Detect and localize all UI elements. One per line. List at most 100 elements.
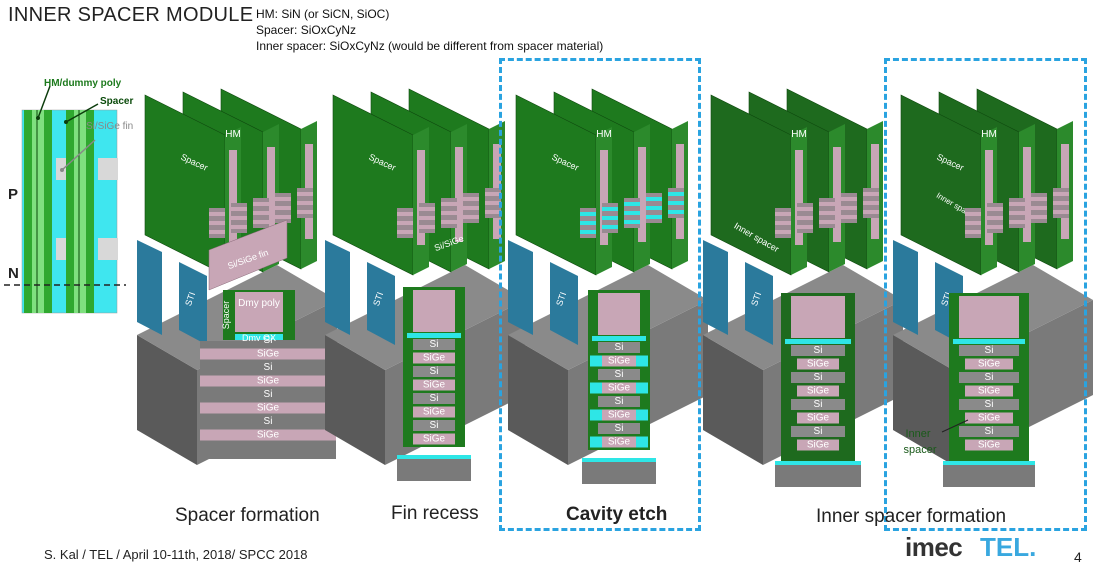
substrate-left-face xyxy=(137,335,197,465)
imec-logo: imec xyxy=(905,532,963,562)
footer-citation: S. Kal / TEL / April 10-11th, 2018/ SPCC… xyxy=(44,547,308,562)
stack-label-sige: SiGe xyxy=(257,376,280,387)
label-dmy-ox: Dmy OX xyxy=(242,333,276,343)
dummy-poly-section xyxy=(598,293,640,335)
fin-layer xyxy=(841,206,857,210)
stack-label-si: Si xyxy=(814,399,823,410)
sige-layer xyxy=(965,439,1013,451)
dummy-poly-stripe xyxy=(455,147,463,242)
fin-layer xyxy=(1031,197,1047,201)
dummy-ox-section xyxy=(953,339,1025,344)
stack-label-sige: SiGe xyxy=(423,380,446,391)
stack-label-sige: SiGe xyxy=(423,434,446,445)
substrate-left-face xyxy=(508,335,568,465)
fin-layer xyxy=(297,192,313,196)
fin-layer xyxy=(275,215,291,219)
label-side-spacer: Spacer xyxy=(221,301,231,330)
label-hm-dummy-poly: HM/dummy poly xyxy=(44,78,122,89)
stack-label-sige: SiGe xyxy=(807,386,830,397)
substrate-section xyxy=(582,460,656,484)
fin-layer xyxy=(1009,220,1025,224)
tel-logo: TEL. xyxy=(980,532,1037,562)
dummy-poly-section xyxy=(235,292,283,332)
sti-left xyxy=(893,240,918,335)
substrate-section xyxy=(943,463,1035,487)
fin-layer xyxy=(463,215,479,219)
stack-label-sige: SiGe xyxy=(257,349,280,360)
label-p: P xyxy=(8,186,19,203)
stack-label-sige: SiGe xyxy=(807,413,830,424)
caption-cavity-etch: Cavity etch xyxy=(566,504,668,525)
fin-layer xyxy=(1031,206,1047,210)
fin-layer xyxy=(209,230,225,234)
si-layer xyxy=(598,342,640,353)
page-number: 4 xyxy=(1074,549,1082,565)
dummy-ox-section xyxy=(785,339,851,344)
sti-block xyxy=(550,262,578,345)
sige-layer xyxy=(413,433,455,445)
sige-layer xyxy=(797,412,839,424)
sti-left xyxy=(325,240,350,335)
si-layer xyxy=(791,426,845,437)
fin-layer xyxy=(965,230,981,234)
stack-label-sige: SiGe xyxy=(423,407,446,418)
sige-layer xyxy=(200,348,336,360)
si-layer xyxy=(959,426,1019,437)
dummy-poly-stripe xyxy=(638,147,646,242)
label-hm: HM xyxy=(596,129,612,140)
fin-layer xyxy=(397,212,413,216)
highlight-inner-spacer xyxy=(884,58,1087,531)
callout-line xyxy=(941,419,969,433)
stack-label-sige: SiGe xyxy=(423,353,446,364)
fin-layer xyxy=(1009,211,1025,215)
stack-label-si: Si xyxy=(985,399,994,410)
fin-layer xyxy=(1053,192,1069,196)
label-hm: HM xyxy=(225,129,241,140)
substrate-left-face xyxy=(893,335,953,465)
stack-label-si: Si xyxy=(985,345,994,356)
sige-layer xyxy=(965,385,1013,397)
fin-layer xyxy=(987,216,1003,220)
fin-layer xyxy=(819,211,835,215)
si-layer xyxy=(413,420,455,431)
fin-layer xyxy=(419,225,435,229)
fin-layer xyxy=(209,212,225,216)
layout-top-view xyxy=(4,85,126,314)
stack-label-si: Si xyxy=(430,366,439,377)
sige-layer xyxy=(965,412,1013,424)
fin-layer xyxy=(819,202,835,206)
fin-layer xyxy=(863,192,879,196)
dummy-ox-section xyxy=(407,333,461,338)
fin-layer xyxy=(863,201,879,205)
fin-layer xyxy=(441,211,457,215)
stack-label-si: Si xyxy=(985,372,994,383)
sige-layer xyxy=(602,436,636,448)
dummy-poly-stripe xyxy=(229,150,237,245)
stack-label-si: Si xyxy=(264,416,273,427)
stack-label-sige: SiGe xyxy=(608,410,631,421)
fin-layer xyxy=(602,225,618,229)
si-layer xyxy=(413,339,455,350)
fin-layer xyxy=(965,212,981,216)
substrate-liner xyxy=(943,461,1035,465)
fin-layer xyxy=(253,202,269,206)
fin-layer xyxy=(463,197,479,201)
sige-layer xyxy=(200,375,336,387)
fin-layer xyxy=(253,220,269,224)
fin-layer xyxy=(231,207,247,211)
fin-layer xyxy=(668,201,684,205)
fin-layer xyxy=(580,212,596,216)
fin-layer xyxy=(668,192,684,196)
sige-layer xyxy=(797,385,839,397)
fin-slab xyxy=(208,219,288,291)
fin-layer xyxy=(987,207,1003,211)
fin-layer xyxy=(297,210,313,214)
fin-layer xyxy=(397,230,413,234)
stack-label-si: Si xyxy=(430,393,439,404)
stack-label-si: Si xyxy=(264,362,273,373)
sige-layer xyxy=(413,352,455,364)
dummy-poly-stripe xyxy=(417,150,425,245)
si-layer xyxy=(791,372,845,383)
